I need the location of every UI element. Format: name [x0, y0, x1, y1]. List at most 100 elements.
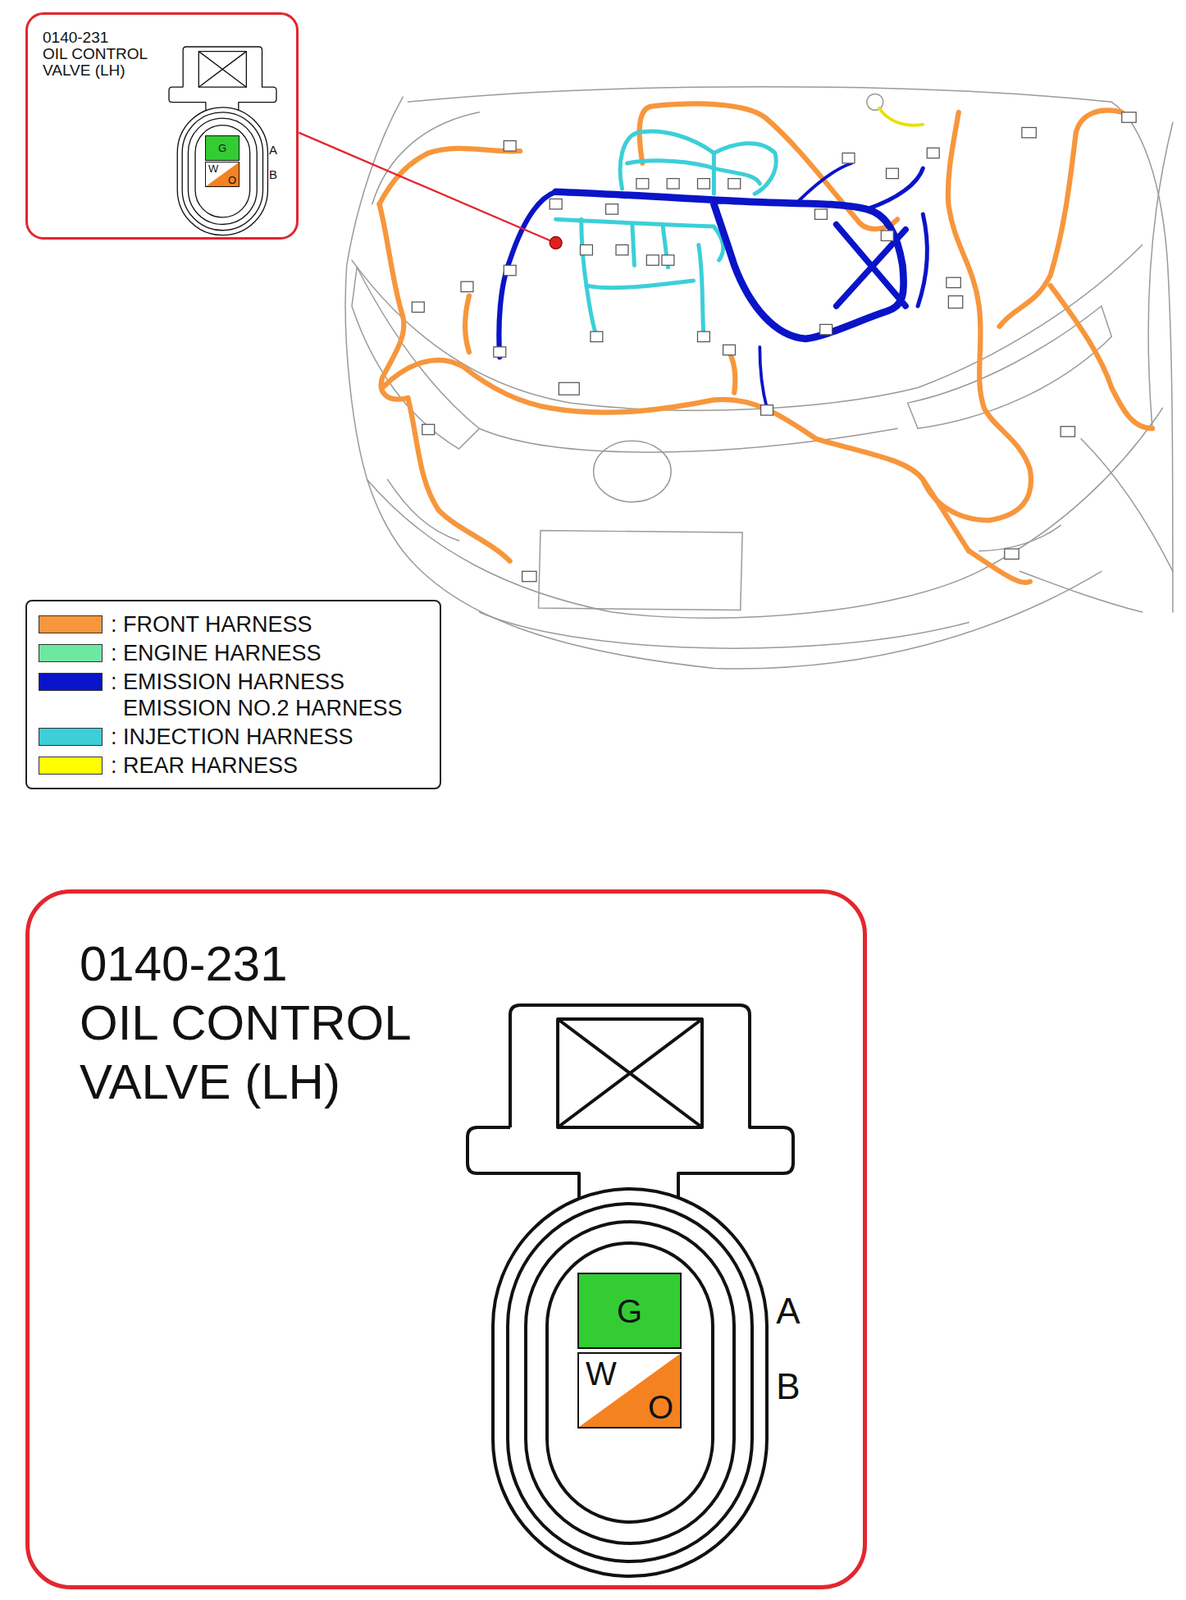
car-body-part — [1111, 101, 1173, 612]
legend-swatch — [38, 672, 103, 691]
harness-connectors-part — [926, 147, 940, 158]
harness-connectors-part — [1122, 112, 1136, 123]
harness-connectors-part — [820, 323, 833, 334]
car-body-part — [1019, 570, 1142, 612]
harness-connectors-part — [697, 331, 710, 342]
front-harness-part — [465, 296, 470, 352]
pin-label-holder: B — [269, 168, 278, 183]
legend-row: : FRONT HARNESS — [38, 611, 434, 638]
pin-cavity: WO — [577, 1351, 682, 1428]
legend-text: : INJECTION HARNESS — [110, 723, 421, 750]
harness-connectors-part — [411, 301, 425, 312]
front-harness — [379, 104, 1153, 583]
pin-label-holder: A — [775, 1290, 800, 1331]
part-name: OIL CONTROL VALVE (LH) — [42, 45, 160, 79]
rear-harness — [879, 108, 923, 126]
callout-heading: 0140-231OIL CONTROL VALVE (LH) — [79, 934, 449, 1112]
harness-connectors-part — [666, 178, 680, 189]
wire-color: G — [616, 1294, 643, 1328]
front-harness-part — [729, 351, 735, 393]
legend-swatch — [38, 727, 103, 746]
harness-connectors-part — [615, 244, 629, 255]
wire-base-color: W — [585, 1356, 617, 1390]
harness-connectors-part — [503, 141, 516, 151]
emission-harness-part — [866, 168, 923, 210]
harness-connectors-part — [579, 244, 593, 255]
legend-row: : EMISSION HARNESS EMISSION NO.2 HARNESS — [38, 668, 434, 721]
callout-inset: 0140-231OIL CONTROL VALVE (LH) GWO — [25, 12, 299, 240]
car-body-part — [367, 407, 1164, 618]
pin-label: B — [269, 167, 278, 182]
harness-connectors-part — [558, 382, 580, 395]
harness-connectors-part — [761, 405, 774, 416]
front-harness-part — [1050, 285, 1153, 429]
wire-stripe-color: O — [228, 174, 237, 186]
connector-location-dot — [549, 236, 562, 249]
harness-connectors-part — [636, 178, 649, 189]
harness-connectors-part — [493, 346, 507, 357]
pin-cavity: WO — [205, 161, 240, 188]
legend-text: : ENGINE HARNESS — [110, 639, 421, 666]
pin-label: A — [775, 1290, 800, 1331]
harness-connectors-part — [646, 255, 659, 265]
car-body-part — [351, 244, 1143, 411]
pin-cavity: G — [577, 1272, 682, 1349]
emission-harness — [498, 163, 927, 408]
harness-connectors-part — [946, 277, 961, 288]
harness-connectors-part — [549, 198, 562, 209]
emission-harness-part — [498, 191, 556, 357]
harness-connectors-part — [1004, 548, 1019, 559]
pin-label-holder: B — [775, 1366, 800, 1406]
callout-heading: 0140-231OIL CONTROL VALVE (LH) — [42, 29, 160, 79]
car-body-part — [387, 478, 459, 541]
injection-harness-part — [581, 218, 598, 337]
emission-harness-part — [917, 214, 927, 306]
legend-swatch — [38, 756, 103, 775]
pin-cavity: G — [205, 135, 240, 161]
part-number: 0140-231 — [79, 934, 449, 994]
emission-harness-part — [795, 163, 852, 205]
car-body-part — [478, 428, 898, 452]
harness-connectors-part — [880, 230, 894, 241]
car-body-part — [407, 86, 1112, 103]
harness-connectors-part — [1021, 127, 1036, 137]
harness-connectors-part — [606, 204, 619, 215]
wire-base-color: W — [208, 163, 219, 174]
legend-row: : REAR HARNESS — [38, 752, 434, 779]
stripe-triangle — [579, 1353, 680, 1427]
harness-connectors-part — [522, 570, 537, 581]
part-number: 0140-231 — [42, 29, 160, 46]
harness-connectors-part — [422, 424, 435, 434]
harness-connectors-part — [948, 296, 963, 309]
pin-label: B — [775, 1365, 800, 1406]
harness-connectors — [411, 112, 1136, 582]
harness-connectors-part — [728, 178, 741, 189]
car-body-part — [1081, 438, 1173, 572]
legend-box: : FRONT HARNESS: ENGINE HARNESS: EMISSIO… — [25, 599, 442, 790]
legend-text: : REAR HARNESS — [110, 752, 421, 779]
car-body-part — [538, 530, 744, 611]
injection-harness-part — [632, 224, 635, 266]
harness-connectors-part — [460, 281, 474, 292]
car-body — [345, 86, 1173, 669]
pin-label-holder: A — [269, 143, 278, 158]
emission-harness-part — [836, 224, 907, 306]
car-body-part — [979, 524, 1061, 551]
car-body-part — [478, 611, 969, 648]
car-drawing — [298, 86, 1173, 669]
harness-connectors-part — [723, 344, 736, 355]
leader-line — [298, 132, 551, 242]
connector-outline-large — [467, 1004, 794, 1576]
front-harness-part — [382, 112, 1031, 521]
callout-inset: 0140-231OIL CONTROL VALVE (LH) G WO — [25, 889, 867, 1589]
injection-harness — [556, 131, 777, 337]
part-name: OIL CONTROL VALVE (LH) — [79, 993, 449, 1112]
harness-connectors-part — [886, 168, 899, 178]
car-body-part — [593, 440, 671, 502]
pin-label: A — [269, 142, 278, 157]
harness-connectors-part — [590, 331, 603, 342]
front-harness-part — [999, 110, 1123, 327]
front-harness-part — [407, 397, 510, 562]
injection-harness-part — [711, 153, 717, 195]
